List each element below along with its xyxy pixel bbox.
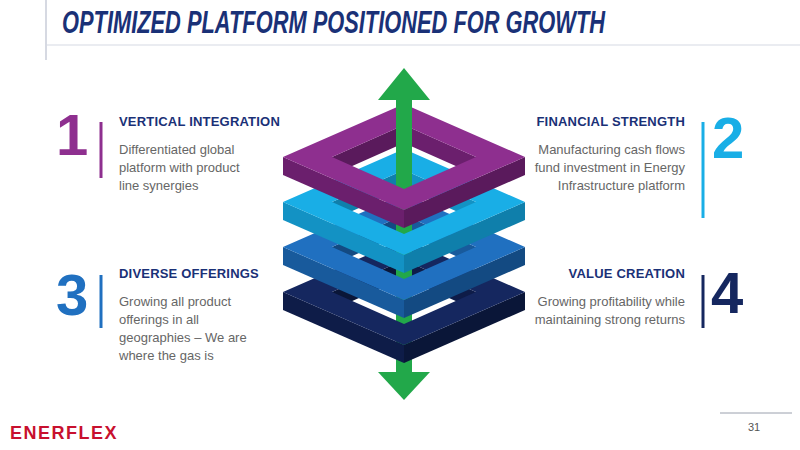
block-body: Growing profitability while maintaining … — [525, 293, 685, 329]
block-body: Growing all product offerings in all geo… — [119, 293, 259, 365]
page-number: 31 — [748, 422, 760, 433]
company-logo: ENERFLEX — [10, 424, 118, 442]
text-block: FINANCIAL STRENGTH Manufacturing cash flo… — [490, 114, 685, 195]
accent-bar — [702, 122, 705, 218]
slide-title: OPTIMIZED PLATFORM POSITIONED FOR GROWTH — [62, 4, 605, 40]
callout-number: 1 — [56, 106, 88, 164]
block-heading: VERTICAL INTEGRATION — [119, 114, 299, 130]
text-block: DIVERSE OFFERINGS Growing all product off… — [119, 266, 299, 365]
text-block: VALUE CREATION Growing profitability whil… — [490, 266, 685, 329]
text-block: VERTICAL INTEGRATION Differentiated globa… — [119, 114, 299, 195]
block-body: Differentiated global platform with prod… — [119, 141, 259, 195]
accent-bar — [100, 122, 103, 178]
header-rule — [45, 0, 47, 60]
block-heading: DIVERSE OFFERINGS — [119, 266, 299, 282]
callout-number: 2 — [712, 109, 744, 167]
arrow-head — [378, 68, 430, 100]
footer-rule — [720, 413, 792, 414]
callout-number: 3 — [56, 266, 88, 324]
accent-bar — [100, 275, 103, 328]
callout-number: 4 — [711, 264, 743, 322]
block-body: Manufacturing cash flows fund investment… — [525, 141, 685, 195]
block-heading: FINANCIAL STRENGTH — [490, 114, 685, 130]
arrow-shaft — [396, 99, 412, 158]
arrow-head — [378, 372, 430, 400]
header-rule — [46, 45, 800, 46]
accent-bar — [702, 275, 705, 328]
block-heading: VALUE CREATION — [490, 266, 685, 282]
